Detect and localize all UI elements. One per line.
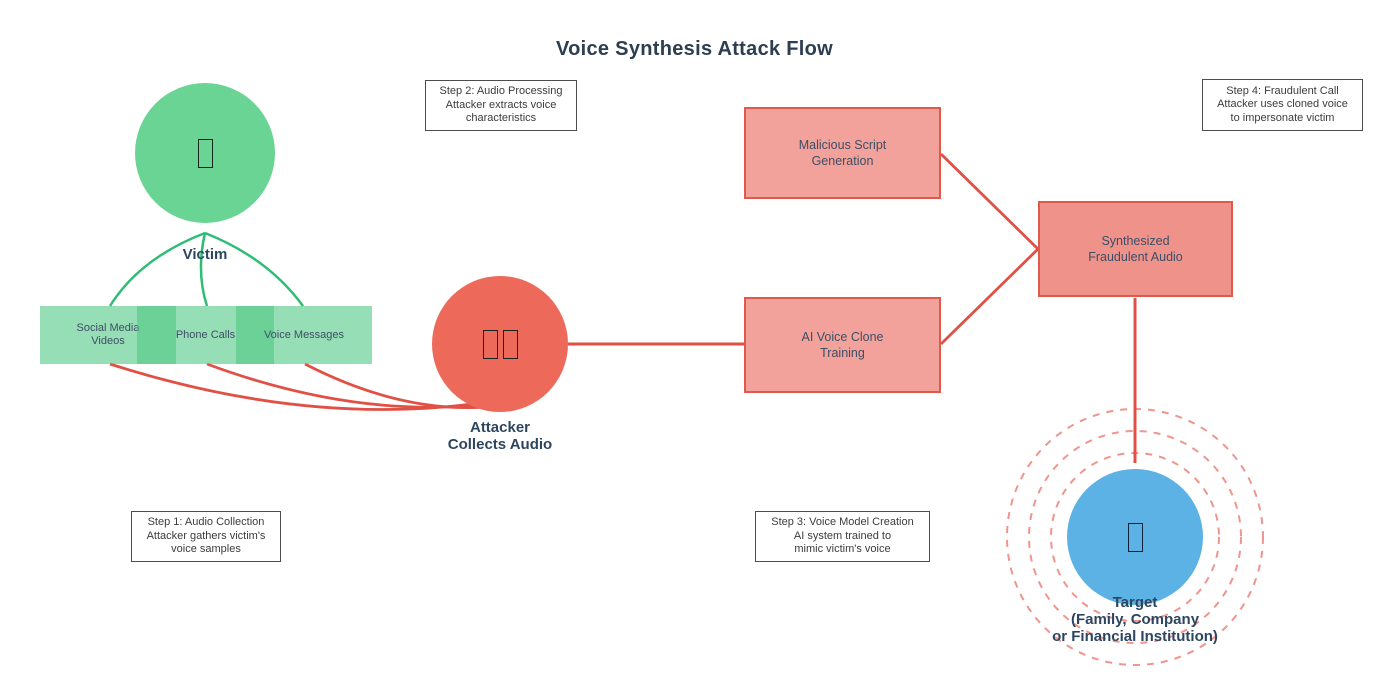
source-label: Phone Calls [175,328,236,341]
victim-label: Victim [182,246,228,263]
attacker-icon [482,329,498,359]
edge-victim-to-phone-calls [199,232,209,307]
person-icon [197,138,213,168]
process-label: Synthesized Fraudulent Audio [1088,234,1183,264]
edge-script-to-synth [940,152,1039,251]
step-4-text: Step 4: Fraudulent Call Attacker uses cl… [1217,84,1348,124]
attacker-label: Attacker Collects Audio [447,419,553,453]
diagram-title: Voice Synthesis Attack Flow [555,38,834,60]
source-label: Social Media Videos [76,322,140,347]
edge-training-to-synth [940,247,1039,346]
edge-victim-to-social-media [108,231,206,307]
victim-node [135,83,275,223]
target-ring-middle [1028,430,1242,644]
microphone-icon [502,329,518,359]
edge-voice-messages-to-attacker [304,362,488,409]
step-3-annotation: Step 3: Voice Model Creation AI system t… [755,511,930,562]
step-1-text: Step 1: Audio Collection Attacker gather… [146,516,266,556]
process-label: Malicious Script Generation [798,138,887,168]
step-3-text: Step 3: Voice Model Creation AI system t… [771,516,914,556]
process-ai-voice-clone-training: AI Voice Clone Training [744,297,941,393]
attacker-node [432,276,568,412]
step-1-annotation: Step 1: Audio Collection Attacker gather… [131,511,281,562]
edge-social-media-to-attacker [109,362,488,411]
process-synthesized-fraudulent-audio: Synthesized Fraudulent Audio [1038,201,1233,297]
step-2-annotation: Step 2: Audio Processing Attacker extrac… [425,80,577,131]
source-voice-messages: Voice Messages [236,306,372,364]
building-icon [1127,522,1143,552]
source-label: Voice Messages [263,328,345,341]
process-label: AI Voice Clone Training [801,330,884,360]
edge-victim-to-voice-messages [204,231,305,307]
target-node [1067,469,1203,605]
process-malicious-script-generation: Malicious Script Generation [744,107,941,199]
target-label: Target (Family, Company or Financial Ins… [1052,594,1218,645]
step-2-text: Step 2: Audio Processing Attacker extrac… [439,85,563,125]
step-4-annotation: Step 4: Fraudulent Call Attacker uses cl… [1202,79,1363,131]
